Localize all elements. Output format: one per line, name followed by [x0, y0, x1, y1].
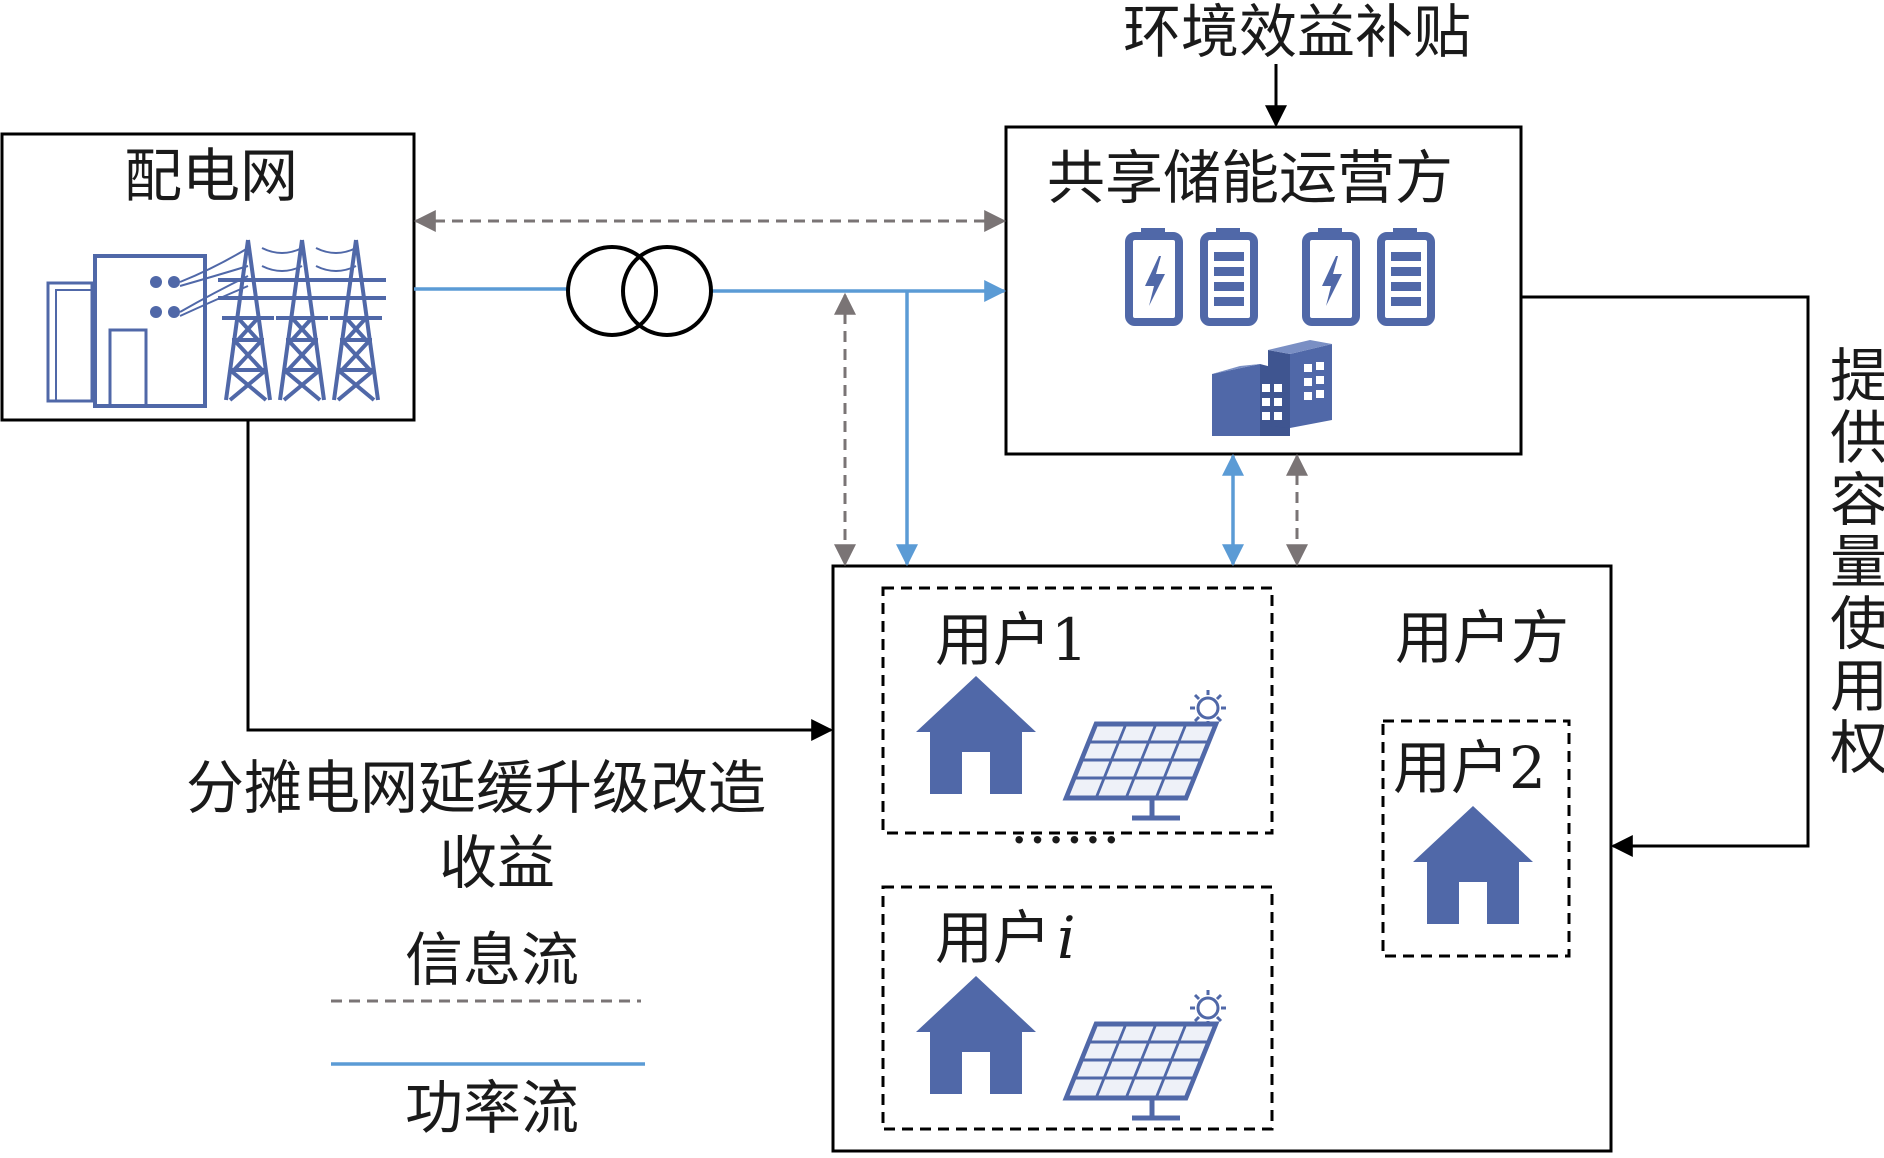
user-1-box	[881, 586, 1274, 835]
deferral-revenue-label-line1: 分摊电网延缓升级改造	[186, 754, 766, 822]
grid-box	[0, 132, 416, 422]
user-i-prefix: 用户	[935, 904, 1051, 972]
transmission-tower-icon	[270, 238, 334, 402]
battery-charging-icon	[1129, 228, 1179, 322]
solar-panel-icon	[1066, 690, 1226, 818]
user-2-box	[1381, 719, 1571, 958]
transmission-tower-icon	[324, 238, 388, 402]
user-i-box	[881, 885, 1274, 1131]
substation-icon	[46, 247, 357, 408]
storage-operator-label: 共享储能运营方	[1047, 144, 1453, 212]
battery-level-icon	[1381, 228, 1431, 322]
user-i-index: i	[1057, 904, 1076, 972]
user-side-label: 用户方	[1395, 604, 1569, 672]
transmission-tower-icon	[216, 238, 280, 402]
user-1-label: 用户1	[935, 606, 1088, 674]
legend-info-flow-label: 信息流	[405, 926, 579, 994]
legend-power-flow-label: 功率流	[405, 1074, 579, 1142]
user-2-label: 用户2	[1393, 734, 1546, 802]
battery-charging-icon	[1306, 228, 1356, 322]
environmental-subsidy-label: 环境效益补贴	[1123, 0, 1471, 66]
storage-building-icon	[1212, 340, 1332, 436]
deferral-revenue-label-line2: 收益	[439, 829, 555, 897]
solar-panel-icon	[1066, 990, 1226, 1118]
capacity-right-arrow	[1521, 295, 1810, 857]
transformer-icon	[566, 245, 713, 337]
house-icon	[916, 676, 1036, 794]
user-ellipsis: ······	[1010, 806, 1121, 874]
grid-label: 配电网	[124, 142, 298, 210]
battery-level-icon	[1204, 228, 1254, 322]
house-icon	[916, 976, 1036, 1094]
deferral-revenue-arrow	[246, 420, 834, 741]
capacity-right-label: 提供容量使用权	[1820, 345, 1884, 779]
house-icon	[1413, 806, 1533, 924]
